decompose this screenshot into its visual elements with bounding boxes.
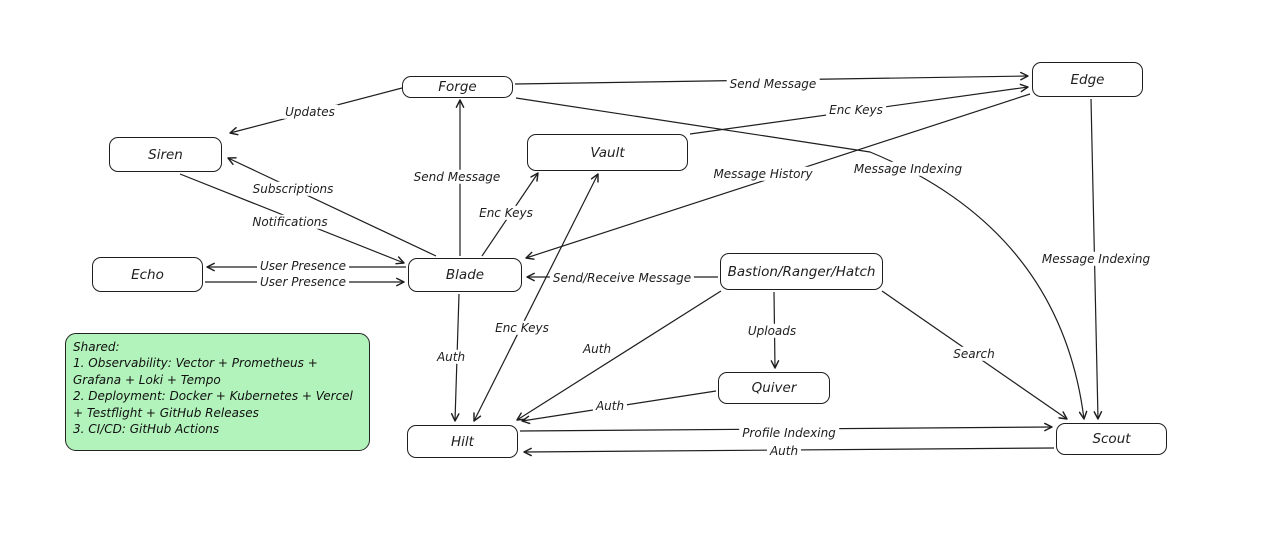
node-label-scout: Scout	[1092, 431, 1131, 447]
node-echo[interactable]: Echo	[92, 257, 203, 292]
edge-arrow-hilt-vault	[473, 173, 599, 422]
edge-label-siren-blade: Notifications	[249, 214, 331, 230]
edge-label-blade-vault: Enc Keys	[476, 205, 536, 221]
edge-label-edge-scout: Message Indexing	[1038, 251, 1154, 267]
edge-label-blade-forge: Send Message	[410, 169, 504, 185]
edge-label-forge-scout: Message Indexing	[850, 161, 966, 177]
note-line: + Testflight + GitHub Releases	[73, 405, 259, 420]
node-bastion[interactable]: Bastion/Ranger/Hatch	[720, 253, 883, 290]
edge-label-blade-echo: User Presence	[257, 258, 349, 274]
note-line: 2. Deployment: Docker + Kubernetes + Ver…	[73, 389, 353, 404]
node-scout[interactable]: Scout	[1056, 423, 1167, 455]
edge-label-bastion-scout: Search	[950, 346, 998, 362]
edge-label-forge-edge: Send Message	[726, 76, 820, 92]
edge-label-bastion-hilt: Auth	[579, 341, 615, 357]
node-label-vault: Vault	[590, 144, 625, 161]
edge-label-hilt-vault: Enc Keys	[492, 320, 552, 336]
node-vault[interactable]: Vault	[527, 134, 688, 171]
shared-note[interactable]: Shared: 1. Observability: Vector + Promet…	[65, 333, 370, 451]
edge-label-quiver-hilt: Auth	[592, 398, 628, 414]
node-label-echo: Echo	[131, 266, 164, 283]
node-forge[interactable]: Forge	[402, 76, 513, 98]
node-hilt[interactable]: Hilt	[407, 425, 518, 458]
edge-label-blade-siren: Subscriptions	[249, 181, 337, 197]
edge-arrow-blade-siren	[227, 157, 437, 257]
edge-label-scout-hilt: Auth	[766, 443, 802, 459]
node-blade[interactable]: Blade	[408, 258, 522, 292]
node-label-siren: Siren	[148, 146, 183, 163]
edge-label-edge-blade: Message History	[710, 166, 816, 182]
node-label-bastion: Bastion/Ranger/Hatch	[727, 263, 876, 280]
edge-label-bastion-blade: Send/Receive Message	[549, 270, 695, 286]
node-label-forge: Forge	[438, 79, 477, 95]
note-line: Shared:	[73, 340, 120, 354]
node-siren[interactable]: Siren	[109, 137, 222, 172]
note-line: 1. Observability: Vector + Prometheus +	[73, 356, 318, 371]
node-label-edge: Edge	[1070, 71, 1105, 88]
edge-label-hilt-scout: Profile Indexing	[739, 425, 839, 441]
edge-label-forge-siren: Updates	[282, 104, 338, 120]
note-line: Grafana + Loki + Tempo	[73, 372, 221, 387]
node-label-quiver: Quiver	[751, 380, 797, 396]
node-label-hilt: Hilt	[451, 433, 474, 450]
note-line: 3. CI/CD: GitHub Actions	[73, 422, 220, 437]
edge-label-blade-hilt: Auth	[433, 349, 469, 365]
node-label-blade: Blade	[445, 267, 485, 283]
edge-label-bastion-quiver: Uploads	[744, 323, 800, 339]
edge-label-echo-blade: User Presence	[257, 274, 349, 290]
node-edge[interactable]: Edge	[1032, 62, 1143, 97]
node-quiver[interactable]: Quiver	[718, 372, 830, 404]
edge-label-vault-edge: Enc Keys	[826, 102, 886, 118]
